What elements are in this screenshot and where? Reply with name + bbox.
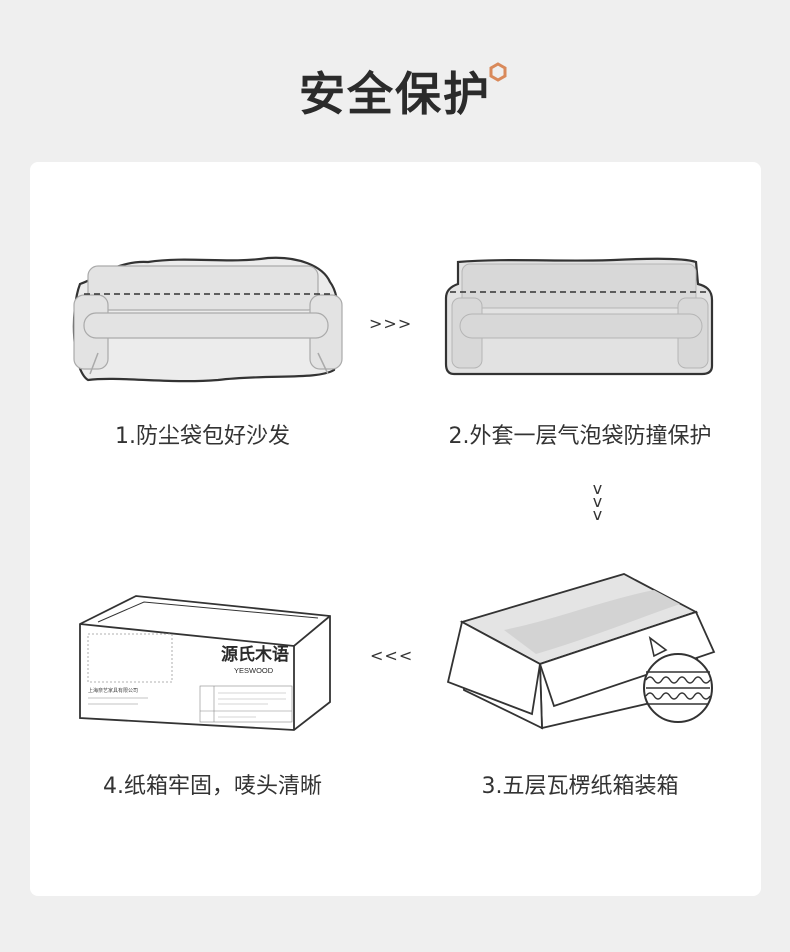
arrow-left: <<<: [370, 646, 414, 665]
sofa-in-dust-bag-icon: [72, 256, 343, 383]
box-company: 上海奈艺家具有限公司: [88, 687, 138, 694]
hexagon-icon: [489, 62, 507, 82]
sofa-in-bubble-wrap-icon: [444, 257, 714, 376]
arrow-down: v v v: [592, 479, 604, 524]
step-2-caption: 2.外套一层气泡袋防撞保护: [448, 424, 712, 449]
protection-card: >>> 1.防尘袋包好沙发 2.外套一层气泡袋防撞保护 v v v 源氏木语 Y…: [30, 162, 761, 896]
step-4-caption: 4.纸箱牢固，唛头清晰: [103, 774, 322, 799]
page-title: 安全保护: [299, 67, 491, 121]
open-corrugated-box-icon: [446, 573, 716, 730]
box-brand-en: YESWOOD: [234, 666, 274, 675]
arrow-right: >>>: [369, 314, 413, 333]
box-brand-cn: 源氏木语: [221, 644, 289, 664]
sealed-labeled-box-icon: 源氏木语 YESWOOD 上海奈艺家具有限公司: [79, 595, 331, 731]
step-1-caption: 1.防尘袋包好沙发: [115, 424, 290, 449]
step-3-caption: 3.五层瓦楞纸箱装箱: [481, 774, 679, 799]
